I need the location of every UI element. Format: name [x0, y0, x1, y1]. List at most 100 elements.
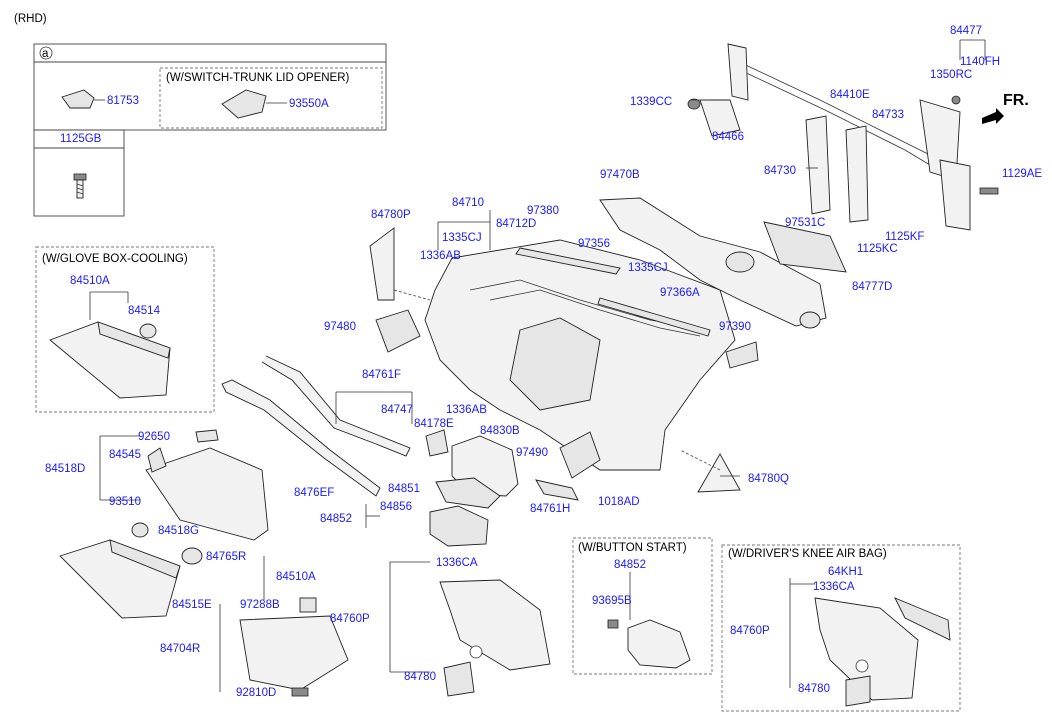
- cover-84852-part: [429, 505, 489, 547]
- part-label-84712D: 84712D: [496, 218, 536, 230]
- part-label-64KH1: 64KH1: [828, 566, 863, 578]
- part-label-84178E: 84178E: [414, 418, 454, 430]
- part-label-84761H: 84761H: [530, 503, 570, 515]
- part-label-97480: 97480: [324, 321, 356, 333]
- switch-trunk-caption: (W/SWITCH-TRUNK LID OPENER): [166, 72, 350, 84]
- part-label-97366A: 97366A: [660, 287, 700, 299]
- nut-1339CC-part: [687, 98, 701, 110]
- bolt-1125GB-part: [73, 173, 87, 199]
- part-label-84780-b: 84780: [798, 683, 830, 695]
- box-84704R-part: [239, 615, 349, 691]
- part-label-97288B: 97288B: [240, 599, 280, 611]
- part-label-84518G: 84518G: [158, 525, 199, 537]
- part-label-1140FH: 1140FH: [960, 56, 1000, 68]
- part-label-84518D: 84518D: [45, 463, 85, 475]
- lower-panel: [439, 579, 551, 697]
- part-label-84780P: 84780P: [371, 209, 411, 221]
- part-label-1336AB-a: 1336AB: [420, 250, 461, 262]
- lower-panel-84760P-b-part: [814, 597, 919, 701]
- part-label-84733: 84733: [872, 109, 904, 121]
- crash-pad-assembly: [369, 227, 759, 493]
- side-cover-84780P-part: [369, 227, 395, 301]
- cover-84780-b-part: [845, 675, 871, 707]
- knee-airbag-caption: (W/DRIVER'S KNEE AIR BAG): [728, 548, 887, 560]
- part-label-93550A: 93550A: [289, 98, 329, 110]
- defroster-97356-part: [515, 247, 621, 275]
- part-label-84760P-a: 84760P: [330, 613, 370, 625]
- part-label-97356: 97356: [578, 238, 610, 250]
- part-label-1336CA-a: 1336CA: [436, 557, 478, 569]
- part-label-84852-b: 84852: [614, 559, 646, 571]
- part-label-92810D: 92810D: [236, 687, 276, 699]
- part-label-84760P-b: 84760P: [730, 625, 770, 637]
- part-label-84856: 84856: [380, 501, 412, 513]
- part-label-84780Q: 84780Q: [748, 473, 789, 485]
- knee-airbag-module-part: [894, 597, 951, 641]
- side-cover-84780Q-part: [697, 453, 741, 493]
- glove-box-housing: [131, 429, 269, 541]
- part-label-1129AE: 1129AE: [1002, 168, 1042, 180]
- bracket-84410E-part: [727, 43, 749, 101]
- cap-84765R-part: [181, 547, 203, 565]
- callout-marker-icon: [39, 46, 53, 60]
- part-label-84851: 84851: [388, 483, 420, 495]
- part-label-1335CJ-a: 1335CJ: [442, 232, 482, 244]
- heater-duct-97470B: [599, 197, 827, 329]
- box-marker-a: a: [42, 48, 49, 60]
- part-label-84410E: 84410E: [830, 89, 870, 101]
- part-label-97380: 97380: [527, 205, 559, 217]
- part-labels: 81753 93550A 1125GB 84510A 84514 84780P …: [45, 25, 1042, 699]
- front-label: FR.: [1003, 92, 1029, 109]
- part-label-1018AD: 1018AD: [598, 496, 640, 508]
- part-label-93695B: 93695B: [592, 595, 632, 607]
- part-label-84730: 84730: [764, 165, 796, 177]
- callout-marker-icon: [469, 645, 483, 659]
- part-label-1350RC: 1350RC: [930, 69, 972, 81]
- vent-97480-part: [375, 309, 421, 353]
- damper-84545-part: [147, 447, 167, 473]
- part-label-84780-a: 84780: [404, 671, 436, 683]
- part-label-1125GB: 1125GB: [60, 133, 102, 145]
- part-label-84510A-top: 84510A: [70, 275, 110, 287]
- part-label-97470B: 97470B: [600, 169, 640, 181]
- part-label-84545: 84545: [109, 449, 141, 461]
- cover-84851-part: [435, 477, 501, 509]
- part-label-1336CA-b: 1336CA: [813, 581, 855, 593]
- leader-lines: [99, 39, 986, 692]
- detail-box-a: a (W/SWITCH-TRUNK LID OPENER): [33, 43, 387, 217]
- cover-84852-button-part: [627, 619, 691, 669]
- vent-97390-part: [725, 341, 759, 369]
- clip-92810D-part: [291, 687, 309, 697]
- button-start-caption: (W/BUTTON START): [578, 542, 687, 554]
- trim-8476EF-part: [221, 379, 381, 497]
- part-label-93510: 93510: [109, 496, 141, 508]
- bracket-97288B-part: [299, 597, 317, 613]
- cowl-cross-member: [687, 43, 999, 231]
- nut-1350RC-part: [951, 95, 961, 105]
- part-label-81753: 81753: [107, 95, 139, 107]
- callout-marker-icon: [855, 659, 869, 673]
- part-label-92650: 92650: [138, 431, 170, 443]
- part-label-84510A-bottom: 84510A: [276, 571, 316, 583]
- part-label-84761F: 84761F: [362, 369, 401, 381]
- front-arrow-icon: [982, 108, 1004, 124]
- part-label-84704R: 84704R: [160, 643, 200, 655]
- part-label-1125KF: 1125KF: [885, 231, 924, 243]
- panel-97531C-part: [763, 221, 847, 273]
- cap-84514-part: [139, 323, 157, 339]
- part-label-97490: 97490: [516, 447, 548, 459]
- part-label-84477: 84477: [950, 25, 982, 37]
- bolt-1129AE-part: [979, 187, 999, 195]
- striker-92650-part: [195, 429, 219, 443]
- part-label-1125KC: 1125KC: [857, 243, 898, 255]
- knee-airbag-box: (W/DRIVER'S KNEE AIR BAG): [721, 544, 961, 712]
- part-label-8476EF: 8476EF: [294, 487, 334, 499]
- part-label-84514: 84514: [128, 305, 161, 317]
- part-label-84765R: 84765R: [206, 551, 246, 563]
- vent-97490-part: [559, 431, 601, 479]
- switch-93550A-part: [221, 89, 267, 119]
- part-label-1336AB-b: 1336AB: [446, 404, 487, 416]
- variant-label: (RHD): [14, 13, 47, 25]
- glove-box-lower: [59, 539, 349, 697]
- bumper-84518G-part: [131, 522, 149, 538]
